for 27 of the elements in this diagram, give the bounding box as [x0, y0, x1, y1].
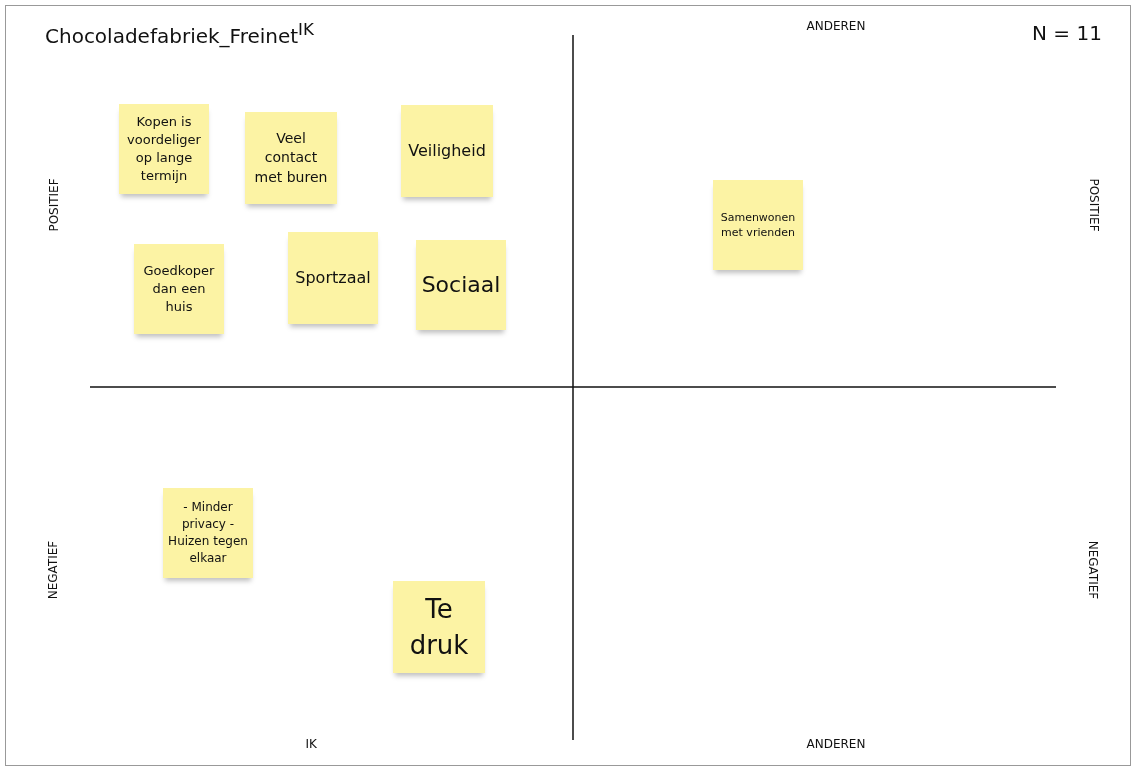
- sticky-note: [393, 581, 485, 673]
- axis-label: IK: [305, 737, 317, 751]
- axis-label: ANDEREN: [806, 19, 866, 33]
- axis-label: POSITIEF: [1086, 178, 1101, 232]
- note-text: Te druk: [408, 592, 470, 662]
- sticky-note: [713, 180, 803, 270]
- note-text: Samenwonen met vrienden: [719, 209, 797, 241]
- sticky-note: [134, 244, 224, 334]
- count-label: N = 11: [1032, 21, 1102, 45]
- sticky-note: [401, 105, 493, 197]
- note-text: Sportzaal: [295, 266, 371, 289]
- note-text: - Minder privacy - Huizen tegen elkaar: [167, 499, 249, 567]
- sticky-note: [416, 240, 506, 330]
- axis-label: ANDEREN: [806, 737, 866, 751]
- note-text: Veiligheid: [408, 139, 486, 162]
- sticky-note: [163, 488, 253, 578]
- sticky-note: [119, 104, 209, 194]
- sticky-note: [245, 112, 337, 204]
- axis-label: POSITIEF: [46, 178, 61, 232]
- sticky-note: [288, 232, 378, 324]
- note-text: Goedkoper dan een huis: [142, 261, 216, 317]
- axis-label: NEGATIEF: [1085, 540, 1100, 600]
- note-text: Kopen is voordeliger op lange termijn: [126, 112, 202, 186]
- axis-label: NEGATIEF: [45, 540, 60, 600]
- title: Chocoladefabriek_Freinet$^{IK}$: [45, 20, 314, 48]
- note-text: Veel contact met buren: [253, 128, 329, 187]
- note-text: Sociaal: [421, 270, 501, 299]
